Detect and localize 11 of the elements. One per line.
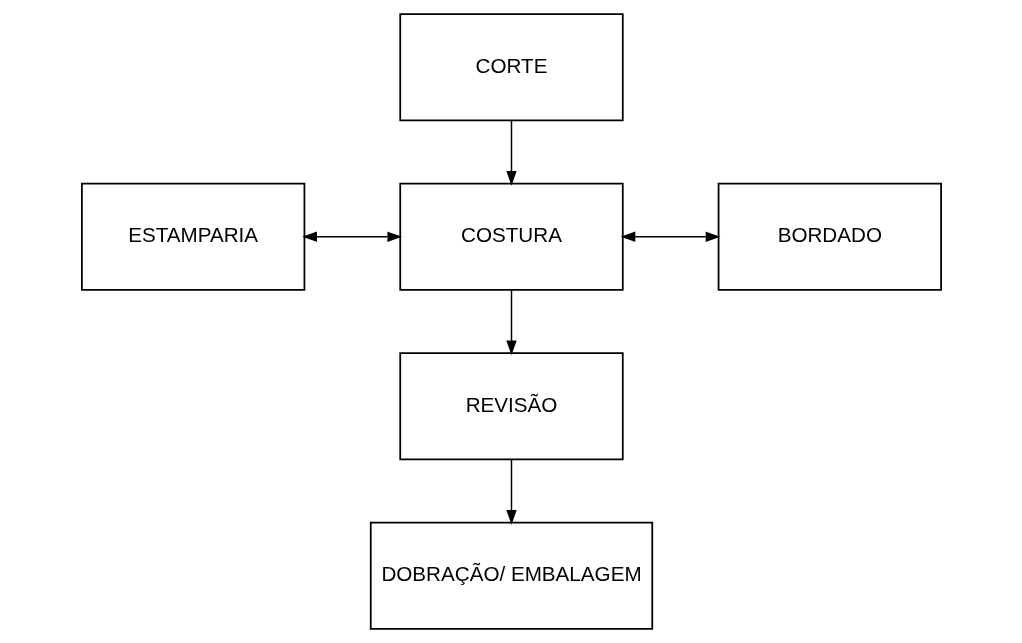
- arrow: [620, 231, 720, 242]
- node-box: COSTURA: [398, 182, 624, 291]
- arrow: [301, 231, 402, 242]
- node-box: REVISÃO: [398, 352, 624, 461]
- arrow: [505, 289, 517, 356]
- node-box: BORDADO: [717, 182, 942, 291]
- node-box: CORTE: [398, 13, 624, 122]
- node-box: ESTAMPARIA: [80, 182, 305, 291]
- arrow: [505, 458, 517, 525]
- node-box: DOBRAÇÃO/ EMBALAGEM: [369, 521, 653, 630]
- arrow: [505, 119, 517, 186]
